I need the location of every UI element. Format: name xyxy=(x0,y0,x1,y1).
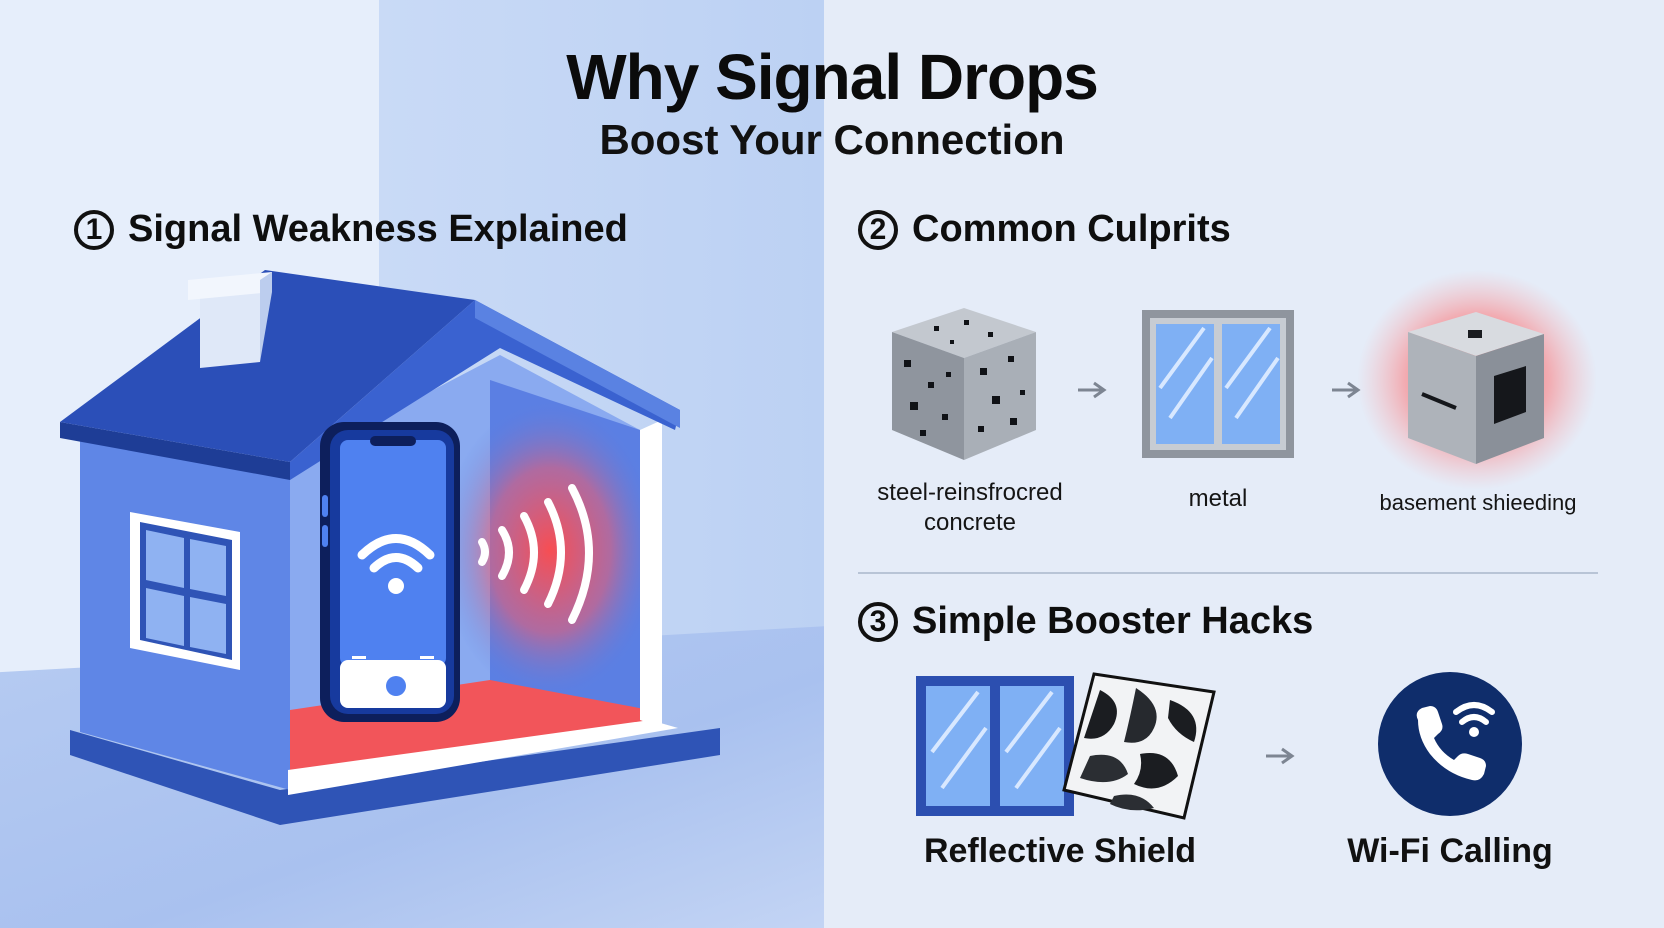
section-3-number: 3 xyxy=(858,601,898,642)
section-1-heading: 1 Signal Weakness Explained xyxy=(74,208,628,251)
section-divider xyxy=(858,572,1598,574)
section-2-title: Common Culprits xyxy=(912,208,1231,250)
reflective-foil-window-icon xyxy=(916,672,1216,820)
wifi-icon xyxy=(357,534,435,573)
house-illustration xyxy=(60,270,720,825)
foil-sheet-icon xyxy=(1062,672,1216,820)
section-1-number: 1 xyxy=(74,209,114,250)
page-subtitle: Boost Your Connection xyxy=(599,116,1065,163)
roof-front-edge xyxy=(60,422,290,480)
house-roof-right xyxy=(290,300,680,480)
section-2-number: 2 xyxy=(858,209,898,250)
culprit-1-label: steel-reinsfrocred concrete xyxy=(877,479,1063,536)
section-1-title: Signal Weakness Explained xyxy=(128,208,628,250)
hack-2-label: Wi-Fi Calling xyxy=(1347,832,1553,870)
page-title: Why Signal Drops xyxy=(566,41,1099,113)
house-roof xyxy=(60,270,475,462)
section-3-title: Simple Booster Hacks xyxy=(912,600,1314,642)
culprit-2-label: metal xyxy=(1188,485,1248,512)
house-floor-edge xyxy=(288,720,678,795)
culprit-3-label: basement shieeding xyxy=(1379,490,1577,515)
wifi-calling-icon xyxy=(1378,672,1522,816)
house-window-icon xyxy=(130,512,240,670)
roof-side-edge xyxy=(475,300,680,428)
house-right-wall-edge xyxy=(640,420,662,728)
metal-window-icon xyxy=(1142,310,1294,458)
signal-waves-icon xyxy=(478,484,593,624)
wifi-dot xyxy=(388,578,404,594)
section-3-heading: 3 Simple Booster Hacks xyxy=(858,600,1313,643)
arrow-right-icon xyxy=(1266,747,1295,765)
smartphone-icon xyxy=(320,422,460,722)
arrow-right-icon xyxy=(1078,381,1107,399)
section-2-heading: 2 Common Culprits xyxy=(858,208,1231,251)
concrete-cube-icon xyxy=(892,308,1036,460)
chimney xyxy=(188,272,272,368)
signal-red-glow xyxy=(440,400,660,700)
shielded-box-icon xyxy=(1357,270,1597,490)
hack-1-label: Reflective Shield xyxy=(923,832,1197,870)
